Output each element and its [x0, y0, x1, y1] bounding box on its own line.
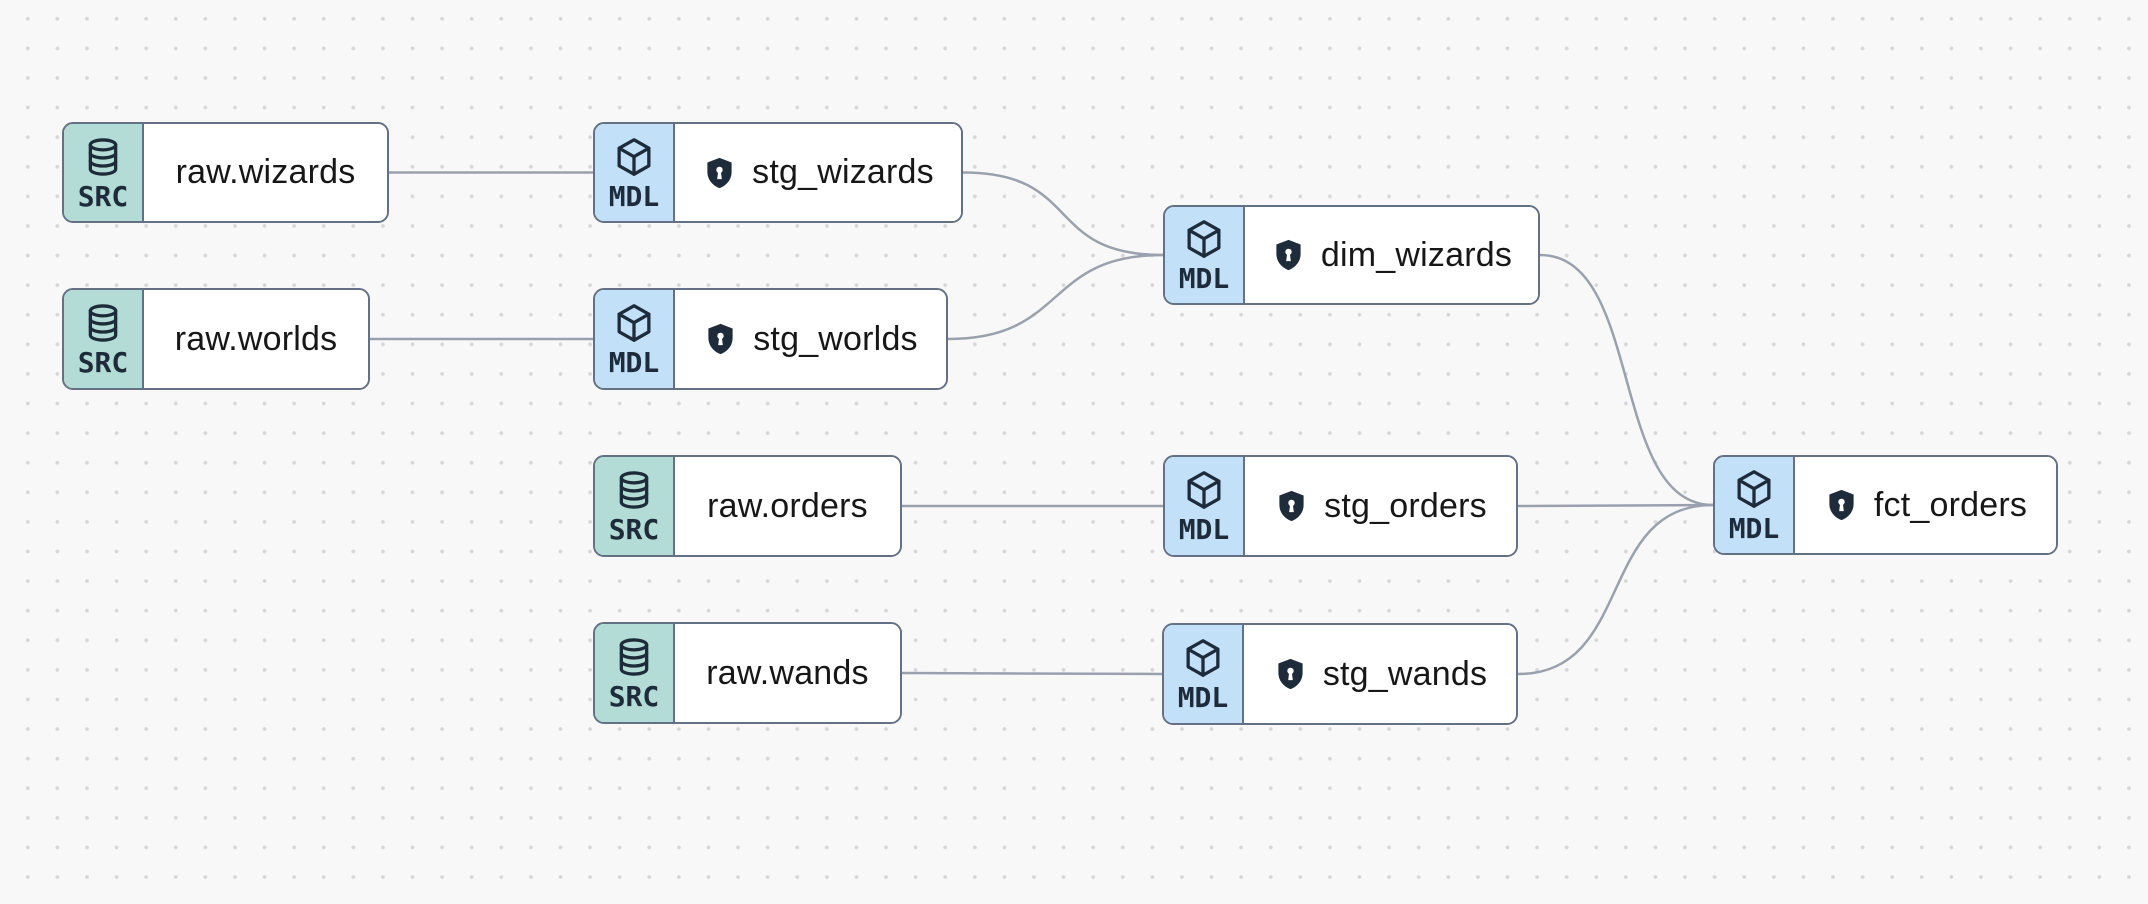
node-type-label: SRC: [608, 513, 660, 546]
node-raw-wizards[interactable]: SRC raw.wizards: [62, 122, 389, 223]
cube-icon: [1181, 636, 1225, 680]
node-label: stg_worlds: [753, 319, 918, 358]
node-body: raw.orders: [675, 457, 900, 555]
database-icon: [81, 135, 125, 179]
node-type-label: MDL: [1178, 513, 1230, 546]
node-type-badge: SRC: [64, 290, 144, 388]
node-type-badge: SRC: [64, 124, 144, 221]
node-label: stg_wizards: [752, 153, 934, 191]
node-body: fct_orders: [1795, 457, 2056, 553]
database-icon: [81, 301, 125, 345]
node-raw-wands[interactable]: SRC raw.wands: [593, 622, 902, 724]
node-dim-wizards[interactable]: MDL dim_wizards: [1163, 205, 1540, 305]
node-label: raw.wands: [706, 653, 869, 692]
node-body: raw.wizards: [144, 124, 387, 221]
node-raw-orders[interactable]: SRC raw.orders: [593, 455, 902, 557]
node-stg-worlds[interactable]: MDL stg_worlds: [593, 288, 948, 390]
node-body: stg_worlds: [675, 290, 946, 388]
cube-icon: [612, 301, 656, 345]
node-type-label: MDL: [1177, 681, 1229, 714]
node-type-badge: MDL: [1715, 457, 1795, 553]
node-type-badge: SRC: [595, 457, 675, 555]
node-type-label: SRC: [77, 179, 129, 213]
database-icon: [612, 635, 656, 679]
node-stg-wands[interactable]: MDL stg_wands: [1162, 623, 1518, 725]
node-label: dim_wizards: [1320, 235, 1513, 274]
node-label: raw.orders: [707, 486, 868, 525]
node-stg-wizards[interactable]: MDL stg_wizards: [593, 122, 963, 223]
node-type-label: MDL: [608, 179, 660, 213]
cube-icon: [612, 135, 656, 179]
shield-icon: [1274, 487, 1309, 525]
node-type-label: MDL: [1728, 512, 1780, 545]
node-body: raw.wands: [675, 624, 900, 722]
cube-icon: [1732, 467, 1776, 511]
node-label: raw.wizards: [175, 153, 356, 191]
node-body: raw.worlds: [144, 290, 368, 388]
node-type-badge: MDL: [1165, 207, 1245, 303]
shield-icon: [1824, 486, 1859, 524]
shield-icon: [702, 154, 737, 192]
node-type-label: SRC: [608, 680, 660, 713]
node-stg-orders[interactable]: MDL stg_orders: [1163, 455, 1518, 557]
shield-icon: [703, 320, 738, 358]
shield-icon: [1271, 236, 1306, 274]
node-label: fct_orders: [1873, 485, 2028, 524]
node-body: stg_orders: [1245, 457, 1516, 555]
node-type-badge: MDL: [1165, 457, 1245, 555]
node-body: stg_wizards: [675, 124, 961, 221]
cube-icon: [1182, 468, 1226, 512]
database-icon: [612, 468, 656, 512]
node-raw-worlds[interactable]: SRC raw.worlds: [62, 288, 370, 390]
node-type-badge: MDL: [595, 290, 675, 388]
node-type-label: MDL: [608, 346, 660, 379]
cube-icon: [1182, 217, 1226, 261]
node-label: raw.worlds: [174, 319, 338, 358]
shield-icon: [1273, 655, 1308, 693]
node-body: dim_wizards: [1245, 207, 1538, 303]
node-label: stg_wands: [1322, 654, 1488, 693]
node-type-badge: MDL: [595, 124, 675, 221]
node-label: stg_orders: [1324, 486, 1487, 525]
node-body: stg_wands: [1244, 625, 1516, 723]
node-fct-orders[interactable]: MDL fct_orders: [1713, 455, 2058, 555]
node-type-badge: MDL: [1164, 625, 1244, 723]
node-type-badge: SRC: [595, 624, 675, 722]
node-type-label: SRC: [77, 346, 129, 379]
node-type-label: MDL: [1178, 262, 1230, 295]
